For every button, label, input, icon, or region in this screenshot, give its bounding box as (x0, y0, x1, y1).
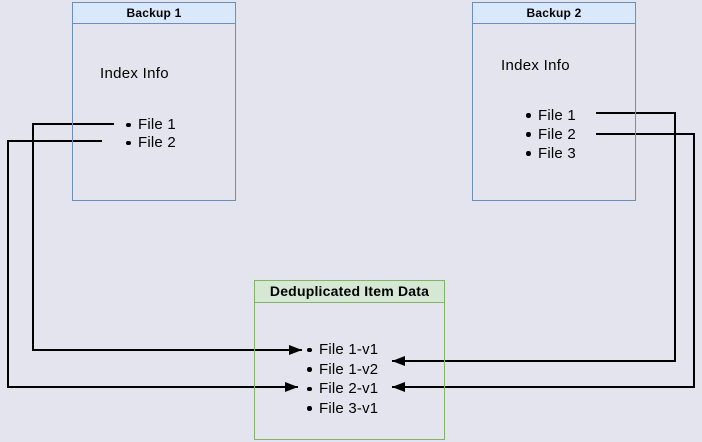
dedup-item-list: File 1-v1 File 1-v2 File 2-v1 File 3-v1 (299, 340, 378, 418)
backup2-file-list: File 1 File 2 File 3 (518, 106, 576, 163)
backup1-title: Backup 1 (73, 3, 235, 24)
dedup-file-1-v1: File 1-v1 (299, 340, 378, 360)
dedup-file-1-v2: File 1-v2 (299, 360, 378, 380)
dedup-file-3-v1: File 3-v1 (299, 399, 378, 419)
dedup-file-2-v1: File 2-v1 (299, 379, 378, 399)
backup1-box: Backup 1 Index Info File 1 File 2 (72, 2, 236, 201)
backup2-box: Backup 2 Index Info File 1 File 2 File 3 (472, 2, 636, 201)
backup1-file-1: File 1 (118, 116, 176, 134)
backup1-file-list: File 1 File 2 (118, 116, 176, 152)
dedup-title: Deduplicated Item Data (255, 281, 444, 303)
backup1-index-info-label: Index Info (100, 65, 169, 82)
backup2-file-3: File 3 (518, 144, 576, 163)
backup2-title: Backup 2 (473, 3, 635, 24)
backup2-index-info-label: Index Info (501, 57, 570, 74)
backup1-file-2: File 2 (118, 134, 176, 152)
backup2-file-1: File 1 (518, 106, 576, 125)
dedup-box: Deduplicated Item Data File 1-v1 File 1-… (254, 280, 445, 440)
backup2-file-2: File 2 (518, 125, 576, 144)
